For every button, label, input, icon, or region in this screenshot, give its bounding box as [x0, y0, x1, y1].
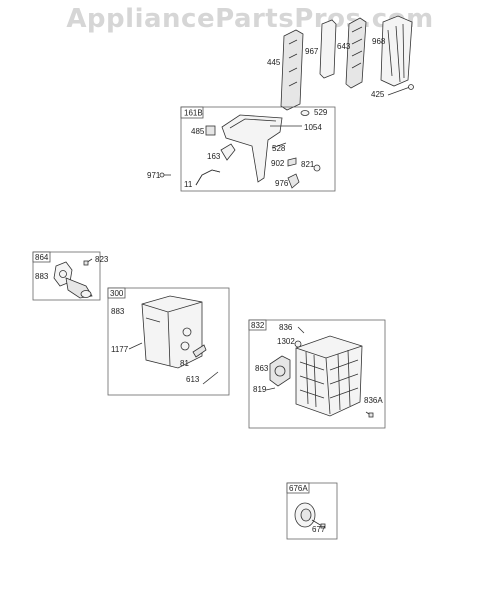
part-label: 613 [186, 375, 200, 384]
bolt-part [128, 342, 143, 350]
screw-part [387, 86, 411, 96]
part-label: 677 [312, 525, 326, 534]
group-161B: 161B 529 485 1054 528 163 902 821 11 976 [180, 106, 336, 192]
part-label: 902 [271, 159, 285, 168]
part-label: 967 [305, 47, 319, 56]
part-label: 863 [255, 364, 269, 373]
part-label: 81 [180, 359, 189, 368]
part-label: 971 [147, 171, 161, 180]
filter-foam-part [380, 15, 413, 87]
standalone-screw: 971 [147, 171, 171, 180]
nut-part [205, 125, 216, 136]
filter-element-part [345, 17, 367, 89]
filter-gasket-part [319, 19, 337, 79]
watermark-logo: AppliancePartsPros.com [66, 4, 434, 34]
group-864: 864 823 883 [32, 251, 109, 301]
clip-part [313, 164, 321, 172]
group-676A: 676A 677 [286, 482, 338, 540]
screw-part [311, 519, 323, 527]
fitting-part [287, 157, 297, 167]
part-label: 445 [267, 58, 281, 67]
part-label: 823 [95, 255, 109, 264]
valve-part [287, 173, 300, 189]
part-label: 529 [314, 108, 328, 117]
air-filter-assembly: 445 967 643 968 425 [267, 15, 414, 111]
part-label: 836A [364, 396, 383, 405]
part-label: 836 [279, 323, 293, 332]
part-label: 11 [184, 180, 193, 189]
part-label: 1177 [111, 345, 129, 354]
muffler-part [141, 295, 203, 369]
muffler-guard-part [295, 335, 363, 417]
group-tag: 300 [110, 289, 124, 298]
group-tag: 161B [184, 109, 203, 118]
screw-part [265, 387, 276, 391]
filter-cover-part [280, 29, 304, 111]
part-label: 1054 [304, 123, 322, 132]
washer-part [300, 110, 310, 116]
part-label: 968 [372, 37, 386, 46]
part-label: 528 [272, 144, 286, 153]
air-cleaner-base-part [221, 114, 283, 183]
part-label: 1302 [277, 337, 295, 346]
part-label: 819 [253, 385, 267, 394]
part-label: 976 [275, 179, 289, 188]
group-tag: 864 [35, 253, 49, 262]
part-label: 821 [301, 160, 315, 169]
tube-part [271, 142, 287, 149]
spacer-part [192, 344, 207, 358]
bracket-part [220, 143, 236, 161]
part-label: 883 [35, 272, 49, 281]
deflector-part [269, 355, 291, 387]
group-832: 832 836 1302 863 819 836A [248, 319, 386, 429]
washer-part [294, 340, 302, 348]
group-tag: 832 [251, 321, 265, 330]
part-label: 163 [207, 152, 221, 161]
screw-part [297, 326, 305, 334]
part-label: 883 [111, 307, 125, 316]
part-label: 485 [191, 127, 205, 136]
part-label: 425 [371, 90, 385, 99]
screw-part [202, 371, 219, 385]
group-300: 300 883 1177 81 613 [107, 287, 230, 396]
group-tag: 676A [289, 484, 308, 493]
part-label: 643 [337, 42, 351, 51]
